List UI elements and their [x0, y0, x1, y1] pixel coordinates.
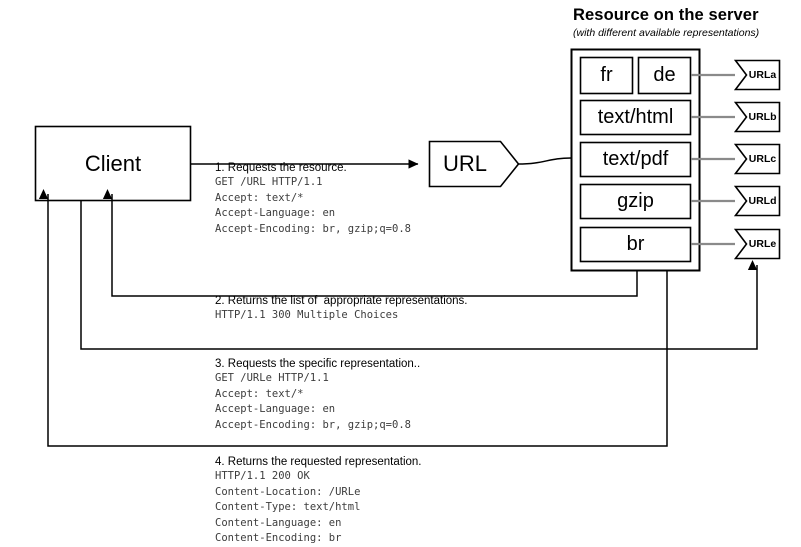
step-1-annotation: 1. Requests the resource. GET /URL HTTP/… — [215, 161, 411, 237]
rep-box-de — [637, 56, 692, 95]
url-tag-urld[interactable]: URLd — [746, 187, 779, 215]
url-tag-urld-label: URLd — [748, 195, 777, 207]
rep-box-gzip — [579, 183, 692, 220]
url-tag-shape-urlb — [733, 101, 781, 133]
representation-text-pdf[interactable]: text/pdf — [581, 143, 690, 176]
representation-de[interactable]: de — [639, 58, 690, 93]
client-node-label: Client — [84, 150, 142, 176]
url-tag-urlb[interactable]: URLb — [746, 103, 779, 131]
client-node[interactable]: Client — [36, 127, 190, 200]
url-tag-urla[interactable]: URLa — [746, 61, 779, 89]
representation-text-pdf-label: text/pdf — [602, 148, 669, 170]
url-tag-urle[interactable]: URLe — [746, 230, 779, 258]
url-node[interactable]: URL — [430, 142, 500, 186]
step-2-code: HTTP/1.1 300 Multiple Choices — [215, 309, 399, 321]
rep-box-fr — [579, 56, 634, 95]
step-2-annotation: 2. Returns the list of appropriate repre… — [215, 294, 468, 324]
url-tag-shape-urle — [733, 228, 781, 260]
url-tag-shape-urla — [733, 59, 781, 91]
step-4-title: 4. Returns the requested representation. — [215, 456, 422, 468]
step-3-annotation: 3. Requests the specific representation.… — [215, 357, 420, 433]
client-box-rect — [34, 125, 192, 202]
rep-box-text-html — [579, 99, 692, 136]
step-3-code: GET /URLe HTTP/1.1 Accept: text/* Accept… — [215, 372, 411, 431]
url-tag-shape-urlc — [733, 143, 781, 175]
representation-text-html[interactable]: text/html — [581, 101, 690, 134]
url-tag-urlc[interactable]: URLc — [746, 145, 779, 173]
url-node-label: URL — [442, 151, 487, 176]
representation-text-html-label: text/html — [597, 106, 674, 128]
flow-4-response — [38, 189, 668, 447]
representation-gzip[interactable]: gzip — [581, 185, 690, 218]
step-1-code: GET /URL HTTP/1.1 Accept: text/* Accept-… — [215, 176, 411, 235]
server-title: Resource on the server — [573, 6, 759, 24]
step-2-title: 2. Returns the list of appropriate repre… — [215, 295, 468, 307]
server-subtitle: (with different available representation… — [573, 27, 760, 39]
representation-de-label: de — [653, 64, 676, 86]
step-4-code: HTTP/1.1 200 OK Content-Location: /URLe … — [215, 470, 361, 544]
url-tag-urlc-label: URLc — [748, 153, 777, 165]
representation-fr[interactable]: fr — [581, 58, 632, 93]
step-4-annotation: 4. Returns the requested representation.… — [215, 455, 422, 547]
rep-box-text-pdf — [579, 141, 692, 178]
flow-2-multiple-choices — [102, 189, 638, 297]
representation-br-label: br — [626, 233, 645, 255]
link-url-to-server — [517, 157, 572, 165]
step-1-title: 1. Requests the resource. — [215, 162, 347, 174]
representation-gzip-label: gzip — [617, 190, 654, 212]
url-tag-urle-label: URLe — [748, 238, 777, 250]
step-3-title: 3. Requests the specific representation.… — [215, 358, 421, 370]
representation-br[interactable]: br — [581, 228, 690, 261]
url-tag-urla-label: URLa — [748, 69, 777, 81]
url-tag-urlb-label: URLb — [748, 111, 777, 123]
rep-box-br — [579, 226, 692, 263]
flow-3-specific-request — [80, 201, 758, 350]
url-node-shape — [428, 140, 520, 188]
representation-fr-label: fr — [600, 64, 613, 86]
url-tag-shape-urld — [733, 185, 781, 217]
